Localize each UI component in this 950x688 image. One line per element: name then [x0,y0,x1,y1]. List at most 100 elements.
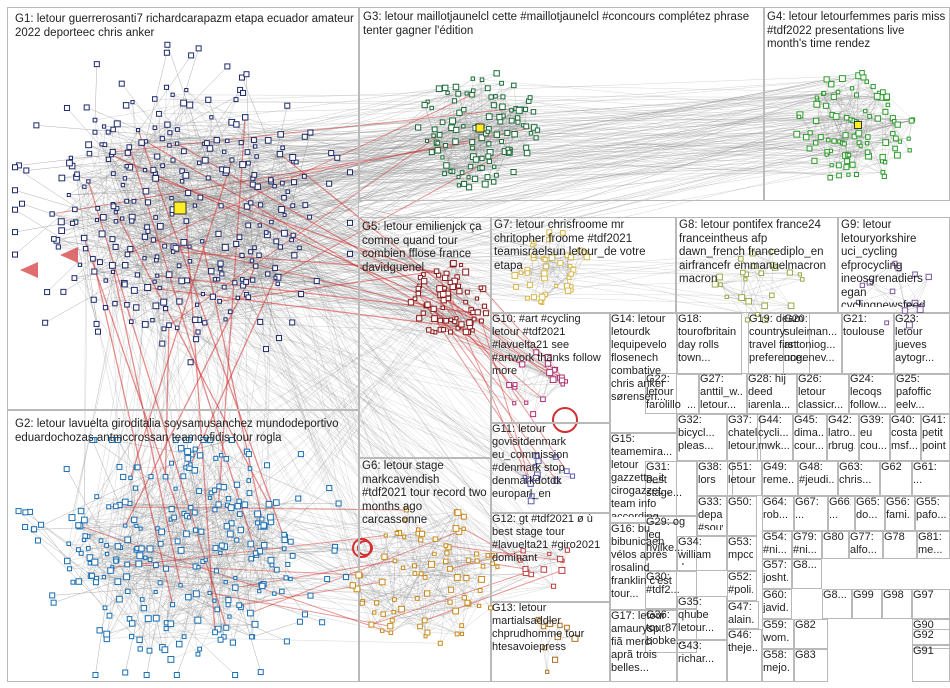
node-g3 [468,164,472,168]
group-label-g38: G38: lors coupe... [698,461,729,490]
node-g3 [511,170,516,175]
node-g3 [471,77,474,80]
node-g6 [465,600,470,605]
node-g1 [67,194,70,197]
node-g1 [265,138,271,144]
node-g1 [75,172,80,177]
group-label-g18: G18: tourofbritain day rolls town... [678,313,738,365]
node-g2 [144,673,149,678]
node-g1 [177,299,182,304]
node-g1 [258,224,261,227]
node-g6 [462,527,465,530]
node-g2 [175,539,180,544]
node-g1 [177,264,181,268]
node-g2 [219,543,224,548]
node-g2 [227,531,233,537]
node-g4 [843,133,848,138]
node-g2 [104,631,110,637]
node-g3 [485,175,490,180]
node-g1 [249,250,253,254]
node-g2 [226,597,231,602]
node-g1 [155,154,160,159]
node-g4 [824,77,829,82]
node-g2 [65,558,70,563]
node-g1 [254,145,257,148]
node-g2 [16,509,21,514]
node-g4 [883,161,886,164]
node-g2 [181,474,186,479]
node-g2 [262,543,267,548]
node-g3 [482,181,488,187]
node-g2 [204,558,207,561]
node-g1 [264,231,268,235]
node-g2 [237,499,241,503]
group-label-g39: G39: eu cou... [860,414,886,453]
node-g3 [494,71,499,76]
node-g3 [471,146,475,150]
node-g3 [453,139,458,144]
node-g1 [348,170,353,175]
node-g6 [455,632,459,636]
group-label-g25: G25: pafoffic eelv... [896,373,946,408]
node-g2 [93,580,98,585]
node-g4 [881,170,885,174]
node-g6 [384,534,387,537]
node-g1 [109,263,115,269]
node-g1 [155,255,159,259]
node-g1 [56,245,60,249]
group-label-g83: G83 [795,649,824,662]
node-g6 [438,641,442,645]
node-g2 [124,524,127,527]
node-g3 [426,139,429,142]
node-g1 [113,244,118,249]
node-g2 [144,556,147,559]
node-g3 [454,127,459,132]
node-g2 [234,577,237,580]
node-g2 [135,465,140,470]
node-g3 [473,157,478,162]
node-g3 [494,173,498,177]
node-g1 [94,321,99,326]
group-label-g10: G10: #art #cycling letour #tdf2021 #lavu… [492,313,606,378]
node-g2 [343,575,348,580]
node-g9 [917,307,923,313]
node-g6 [433,537,438,542]
node-g5 [443,286,447,290]
node-g2 [164,627,168,631]
group-label-g64: G64: rob... [763,496,790,522]
node-g3 [500,81,504,85]
node-g6 [448,600,452,604]
node-g2 [103,606,107,610]
node-g1 [154,216,158,220]
node-g2 [125,537,131,543]
node-g6 [388,624,393,629]
node-g1 [241,90,246,95]
node-g1 [52,237,57,242]
node-g2 [256,521,260,525]
node-g2 [250,635,254,639]
node-g5 [416,291,420,295]
node-g4 [909,118,914,123]
node-g4 [839,76,845,82]
node-g1 [125,150,130,155]
node-g4 [875,116,880,121]
node-g2 [238,527,243,532]
node-g3 [471,89,475,93]
node-g1 [131,101,134,104]
node-g1 [246,161,250,165]
group-label-g44: G44: cycli... mwk... [758,414,789,453]
node-g2 [135,524,138,527]
node-g1 [308,130,313,135]
node-g5 [467,320,473,326]
node-g4 [855,93,859,97]
node-g1 [180,180,183,183]
node-g3 [497,115,502,120]
node-g2 [76,523,81,528]
node-g3 [437,133,442,138]
node-g2 [237,512,242,517]
node-g1 [250,259,253,262]
node-g10 [531,412,536,417]
node-g2 [327,486,332,491]
node-g1 [176,128,180,132]
node-g1 [240,162,246,168]
